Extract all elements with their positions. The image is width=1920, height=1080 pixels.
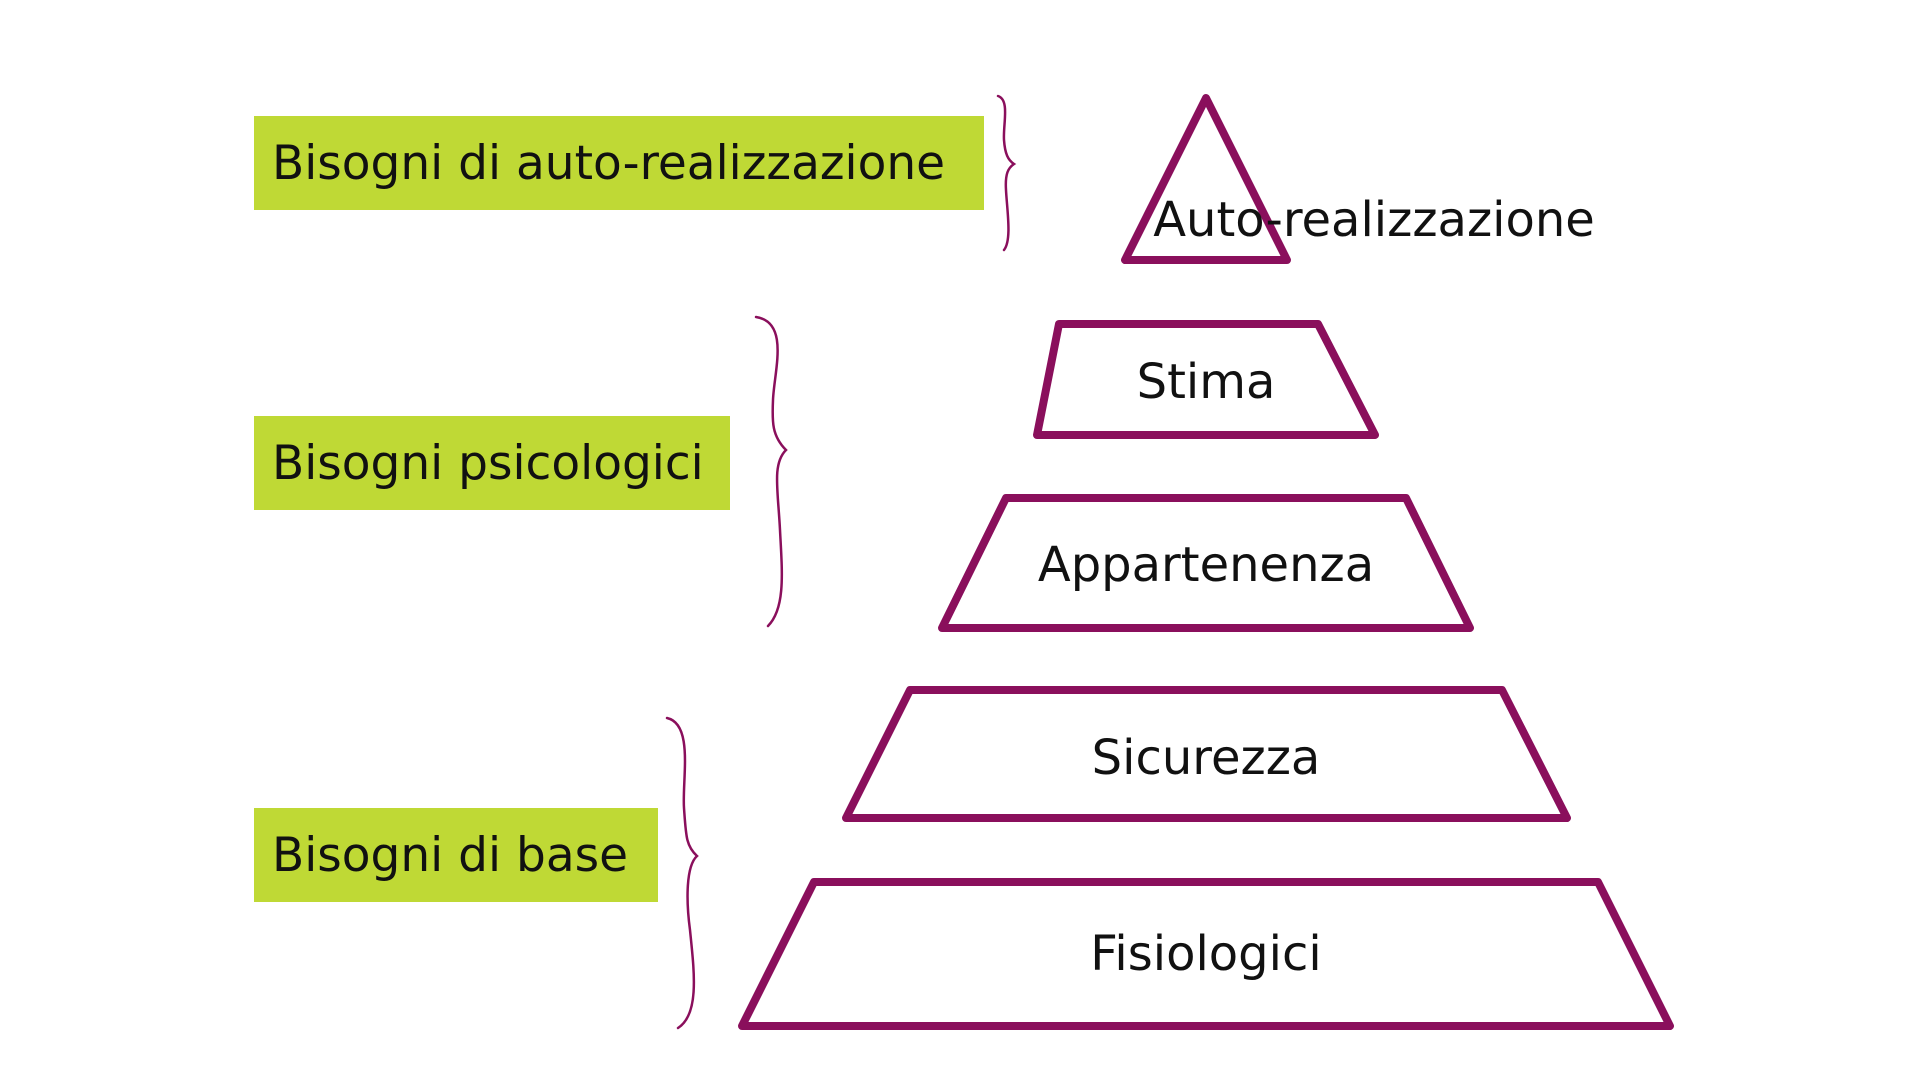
tier-physiological-shape — [738, 878, 1674, 1030]
brace-psychological — [754, 315, 788, 628]
tier-physiological-label: Fisiologici — [1090, 926, 1321, 982]
tier-safety-shape — [842, 686, 1571, 822]
tier-safety-label: Sicurezza — [1092, 730, 1321, 786]
brace-self-actualization — [996, 94, 1017, 252]
group-label-self-actualization: Bisogni di auto-realizzazione — [254, 116, 984, 210]
brace-basic — [665, 716, 699, 1030]
group-label-psychological: Bisogni psicologici — [254, 416, 730, 510]
tier-esteem-shape — [1033, 320, 1379, 439]
tier-esteem-label: Stima — [1137, 354, 1276, 410]
group-label-basic: Bisogni di base — [254, 808, 658, 902]
tier-self-actualization-shape — [1121, 94, 1291, 264]
tier-belonging-shape — [938, 494, 1474, 632]
tier-self-actualization-label: Auto-realizzazione — [1153, 192, 1595, 248]
tier-belonging-label: Appartenenza — [1038, 537, 1374, 593]
